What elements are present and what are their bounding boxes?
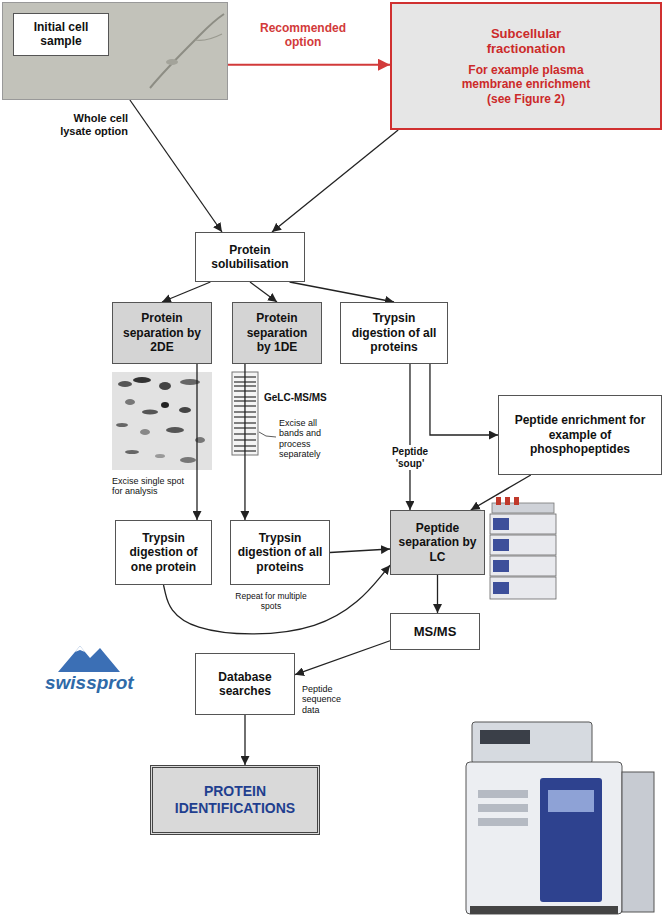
logo-snow: [75, 646, 85, 652]
ms-instrument: [466, 722, 654, 914]
process-box: Protein separation by 2DE: [112, 302, 212, 364]
cell-body: [166, 59, 178, 65]
solvent-bottle: [496, 497, 501, 505]
gel-spot: [155, 454, 165, 458]
gel-spot: [180, 457, 196, 463]
gel-spot: [133, 377, 151, 383]
process-box: Protein separation by 1DE: [232, 302, 322, 364]
lc-module: [490, 514, 556, 534]
gel-spot: [116, 423, 128, 427]
logo-text: swissprot: [45, 672, 155, 694]
gel-spot: [179, 407, 191, 413]
gel-spot: [161, 402, 169, 408]
solvent-bottle: [514, 497, 519, 505]
process-box: Trypsin digestion of one protein: [115, 520, 212, 585]
process-box: Database searches: [195, 653, 295, 715]
1de-gel: [232, 372, 276, 455]
swissprot-logo: [58, 646, 120, 672]
box-text: Trypsin digestion of one protein: [122, 531, 205, 574]
logo-mountain: [58, 646, 120, 672]
recommended-box: Subcellular fractionationFor example pla…: [390, 2, 662, 130]
edge-label: Whole cell lysate option: [40, 112, 128, 137]
solvent-tray: [492, 503, 554, 513]
box-text: Database searches: [202, 670, 288, 699]
process-box: Peptide separation by LC: [390, 510, 485, 575]
box-text: Protein solubilisation: [202, 243, 298, 272]
flow-arrow: [244, 364, 245, 520]
ms-front: [540, 778, 602, 902]
box-text: Subcellular fractionation: [456, 26, 596, 57]
lc-module: [490, 577, 556, 599]
ms-base: [470, 906, 618, 914]
cell-outline: [150, 14, 224, 88]
lc-instrument: [490, 497, 556, 599]
flow-arrow: [330, 549, 390, 553]
flow-arrow: [244, 715, 245, 765]
lc-module: [490, 556, 556, 576]
cell-photo: [2, 2, 228, 100]
lc-module: [490, 535, 556, 555]
flow-arrow: [430, 364, 498, 435]
ms-body: [466, 762, 622, 914]
box-text: Protein separation by 2DE: [119, 311, 205, 354]
flow-arrow: [196, 364, 197, 520]
lc-panel: [493, 539, 509, 551]
ms-window: [480, 730, 530, 744]
gel-spot: [125, 450, 139, 454]
ms-vent: [478, 790, 528, 798]
gel-caption: GeLC-MS/MS: [264, 392, 334, 404]
box-text: Trypsin digestion of all proteins: [347, 311, 441, 354]
edge-label: Recommended option: [248, 22, 358, 50]
flow-arrow: [471, 475, 531, 510]
flow-arrow: [272, 130, 398, 232]
edge-label: Excise single spot for analysis: [112, 476, 194, 497]
box-text: Peptide enrichment for example of phosph…: [505, 413, 655, 456]
box-text: Protein separation by 1DE: [239, 311, 315, 354]
flow-arrow: [437, 575, 438, 613]
ms-top: [472, 722, 592, 764]
gel-spot: [166, 427, 184, 433]
gel-spot: [125, 399, 135, 405]
gel-spot: [140, 429, 150, 435]
box-text: For example plasma membrane enrichment (…: [451, 63, 601, 106]
ms-vent: [478, 818, 528, 826]
edge-label: Excise all bands and process separately: [279, 418, 331, 459]
box-text: MS/MS: [414, 624, 457, 640]
gel-spot: [118, 381, 132, 387]
process-box: Protein solubilisation: [195, 232, 305, 282]
gel-spot: [142, 410, 158, 415]
flow-arrow: [228, 64, 390, 66]
edge-label: Peptide sequence data: [302, 684, 352, 715]
process-box: Peptide enrichment for example of phosph…: [498, 395, 662, 475]
flow-arrow: [290, 282, 394, 302]
box-text: Initial cell sample: [13, 13, 109, 56]
ms-vent: [478, 804, 528, 812]
flow-arrow: [162, 282, 210, 302]
process-box: MS/MS: [390, 613, 480, 650]
flow-arrow: [409, 364, 410, 510]
leader-line: [259, 432, 276, 437]
cell-process: [195, 34, 222, 41]
ms-display: [548, 790, 594, 812]
lc-panel: [493, 518, 509, 530]
photo-ground: [2, 2, 228, 100]
result-box: PROTEIN IDENTIFICATIONS: [150, 765, 320, 835]
photo-panel: Initial cell sample: [2, 2, 228, 100]
lc-panel: [493, 582, 509, 594]
flow-arrow: [295, 641, 390, 675]
box-text: Peptide separation by LC: [397, 521, 478, 564]
box-text: PROTEIN IDENTIFICATIONS: [159, 783, 311, 817]
flow-arrow: [130, 100, 222, 232]
lc-panel: [493, 560, 509, 572]
edge-label: Repeat for multiple spots: [234, 592, 308, 612]
process-box: Trypsin digestion of all proteins: [230, 520, 330, 585]
ms-side: [622, 772, 654, 912]
box-text: Trypsin digestion of all proteins: [237, 531, 323, 574]
flow-arrow: [250, 282, 277, 302]
edge-label: Peptide 'soup': [383, 445, 437, 470]
solvent-bottle: [505, 497, 510, 505]
process-box: Trypsin digestion of all proteins: [340, 302, 448, 364]
gel-spot: [159, 382, 171, 390]
